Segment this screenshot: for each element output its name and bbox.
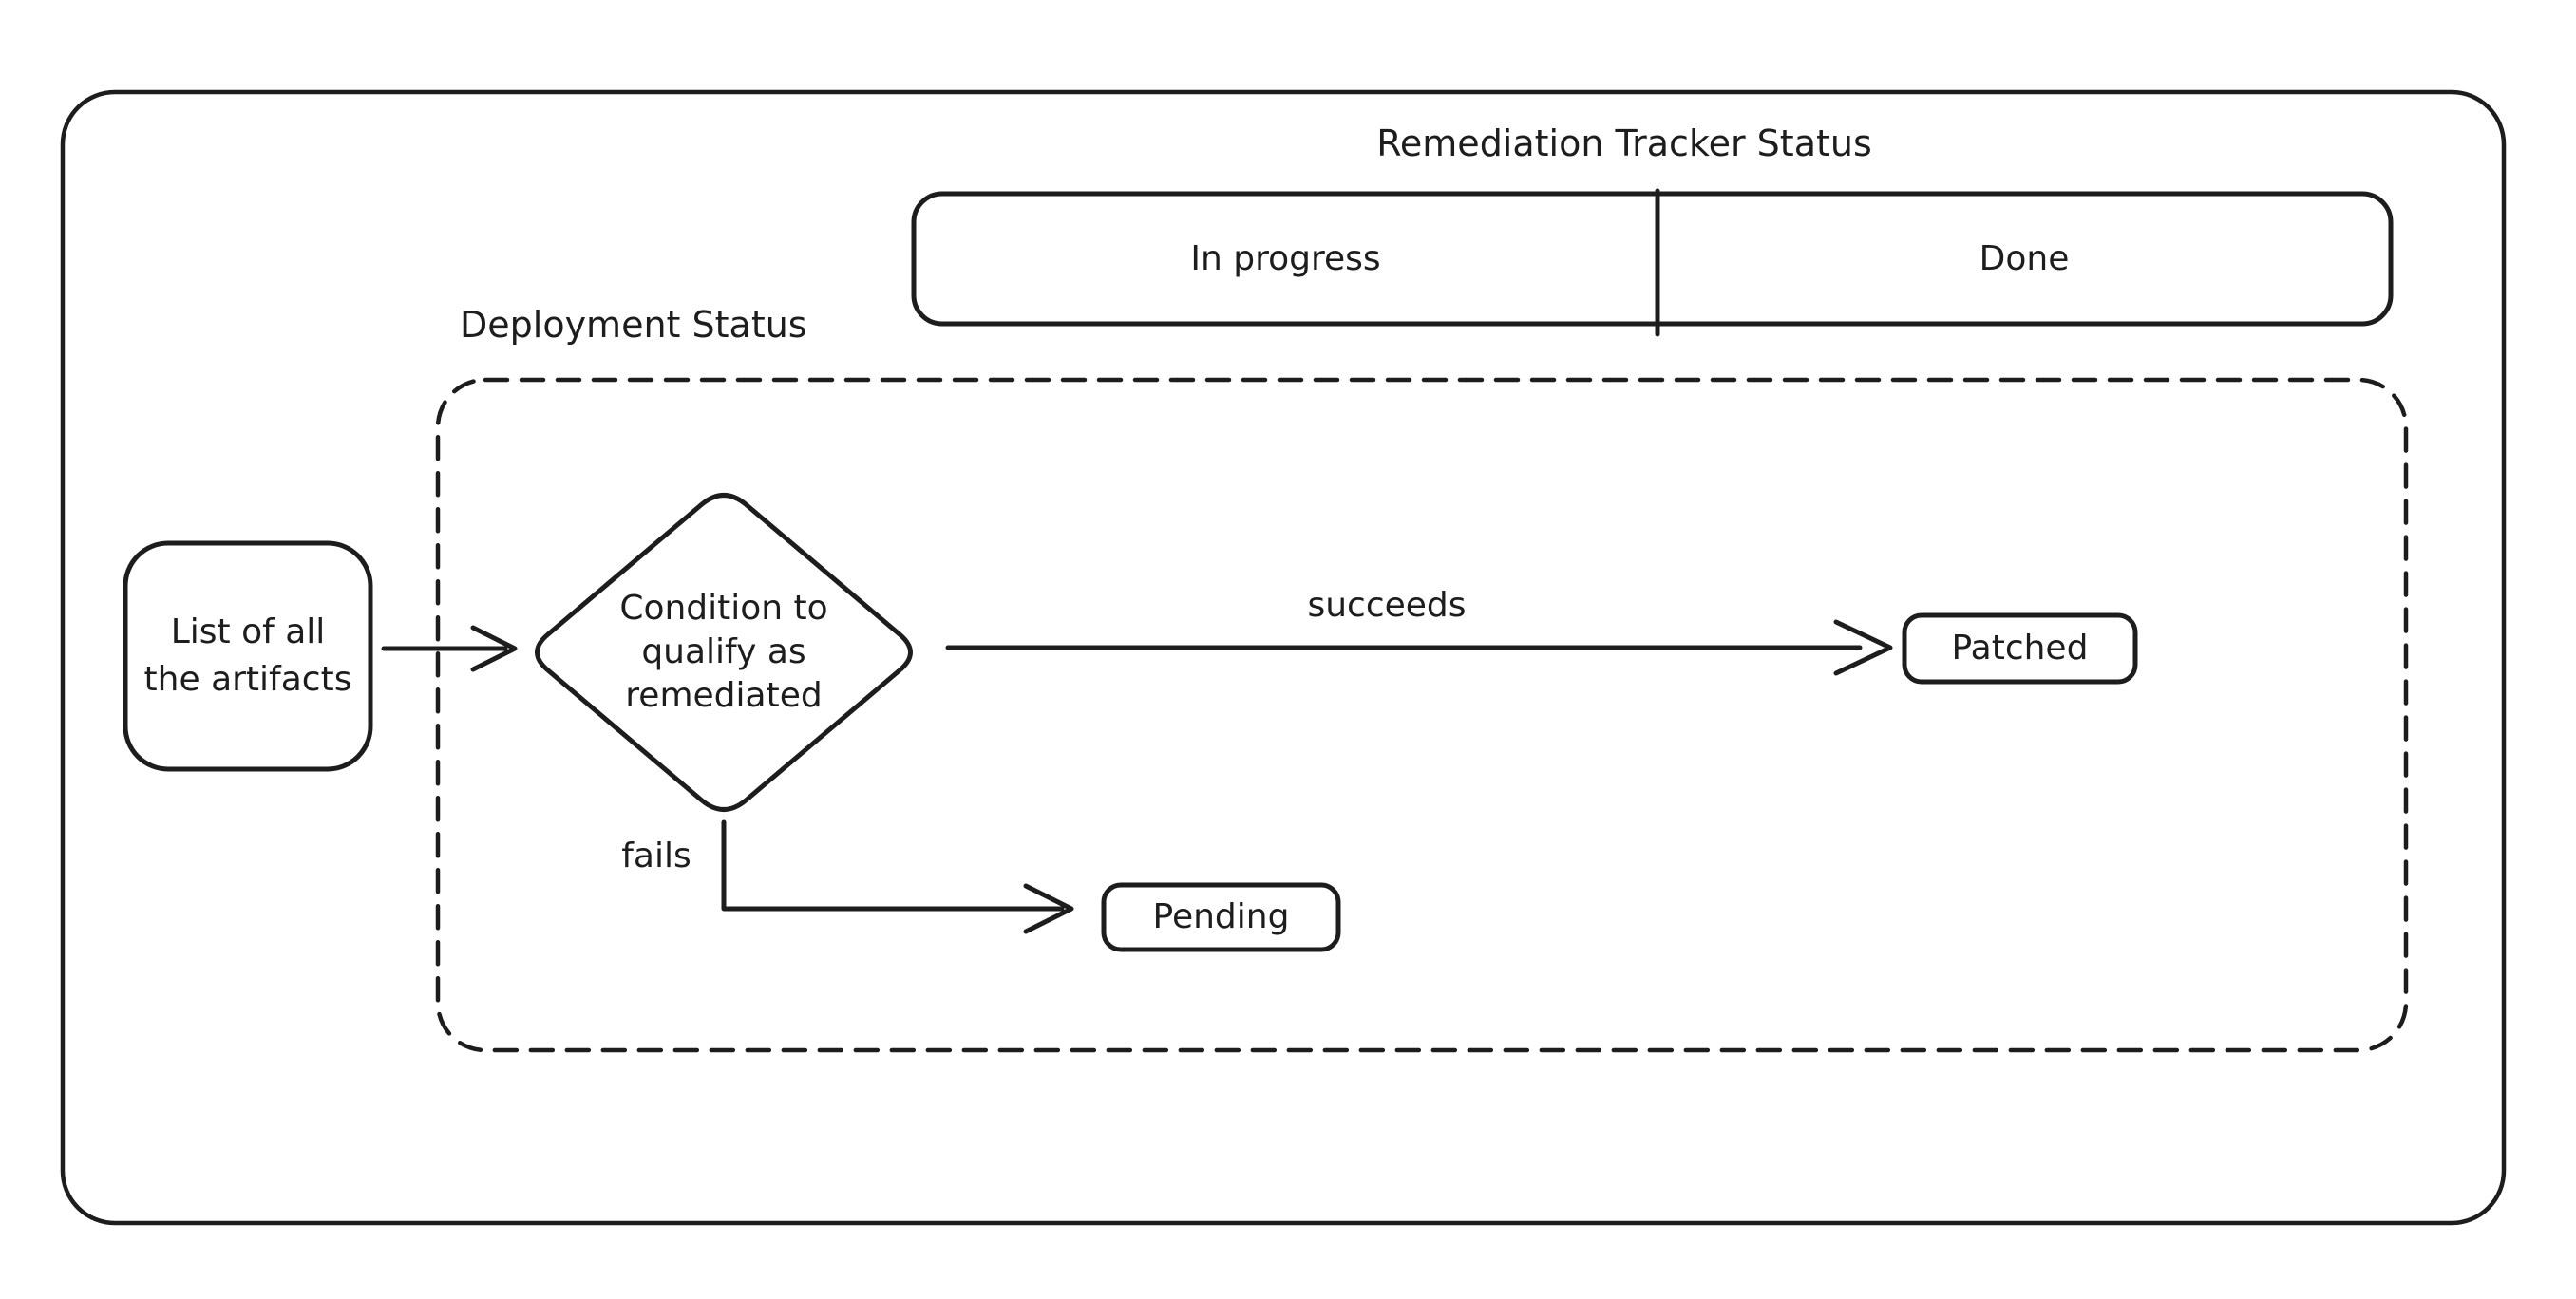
artifacts-label-line2: the artifacts xyxy=(143,660,352,699)
condition-node-label: Condition to qualify as remediated xyxy=(562,587,885,718)
condition-diamond xyxy=(538,496,911,810)
arrowhead xyxy=(473,628,515,669)
tracker-box xyxy=(914,194,2391,324)
patched-node-label: Patched xyxy=(1951,629,2089,668)
condition-label-line1: Condition to xyxy=(619,589,828,628)
arrow-artifacts-to-condition xyxy=(384,628,515,669)
arrowhead xyxy=(1836,622,1890,673)
artifacts-box xyxy=(125,543,370,769)
arrowhead xyxy=(1026,886,1071,932)
diagram-title: Remediation Tracker Status xyxy=(1376,122,1872,165)
artifacts-label-line1: List of all xyxy=(170,612,326,651)
pending-box xyxy=(1104,885,1338,950)
artifacts-node-label: List of all the artifacts xyxy=(125,543,370,769)
fails-edge-label: fails xyxy=(621,837,691,876)
succeeds-edge-label: succeeds xyxy=(1307,586,1467,626)
condition-label-line3: remediated xyxy=(625,676,823,715)
arrow-succeeds-to-patched xyxy=(948,622,1890,673)
deployment-dashed-box xyxy=(438,380,2406,1050)
tracker-cell-in-progress: In progress xyxy=(1190,238,1381,278)
patched-box xyxy=(1904,615,2135,682)
tracker-cell-done: Done xyxy=(1979,238,2070,278)
deployment-status-label: Deployment Status xyxy=(460,304,807,346)
condition-label-line2: qualify as xyxy=(641,632,806,671)
outer-frame xyxy=(63,92,2504,1223)
pending-node-label: Pending xyxy=(1152,897,1290,937)
arrow-fails-to-pending xyxy=(724,822,1071,932)
